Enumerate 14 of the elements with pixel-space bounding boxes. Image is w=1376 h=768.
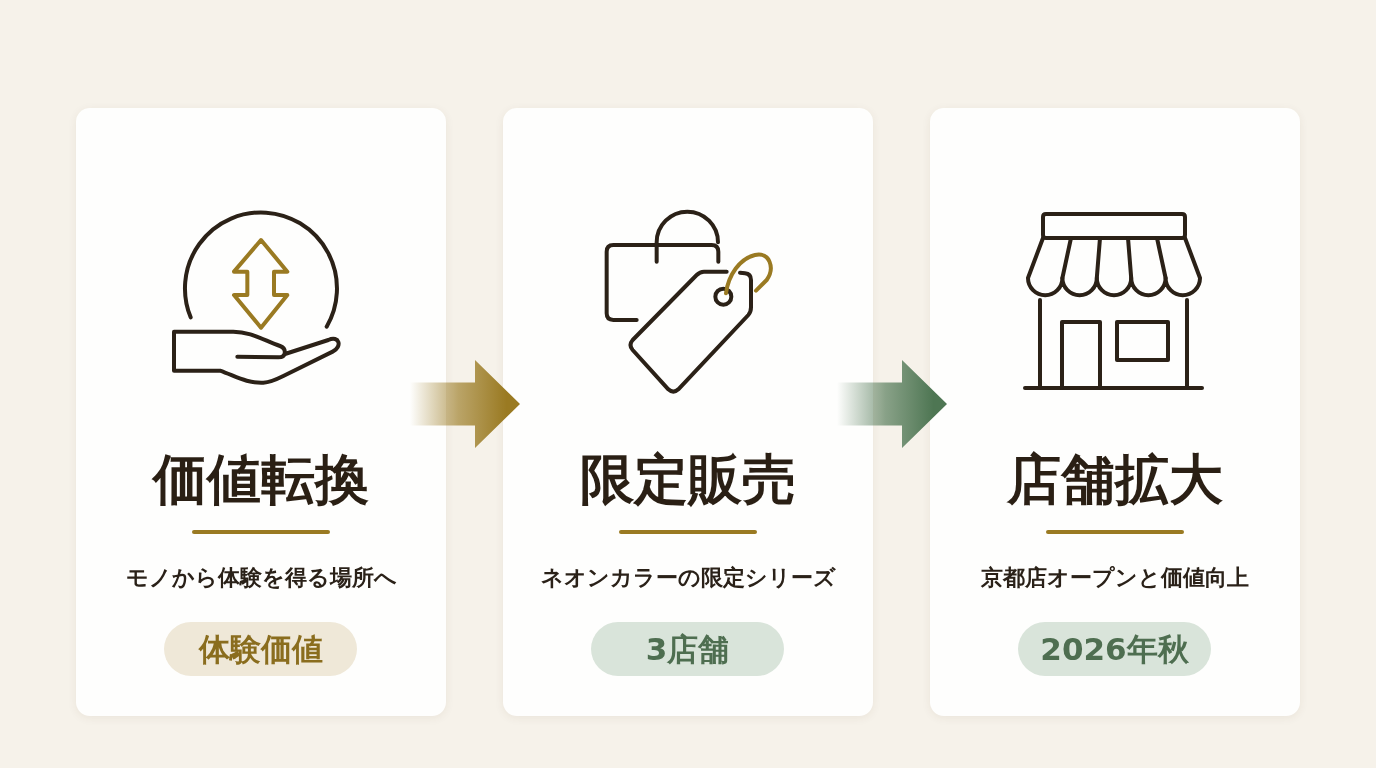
card-description: ネオンカラーの限定シリーズ: [539, 564, 837, 592]
card-title: 価値転換: [151, 448, 370, 510]
step-card: [76, 108, 446, 716]
highlight-pill: 2026年秋: [1018, 622, 1211, 676]
card-description: モノから体験を得る場所へ: [124, 564, 398, 592]
highlight-pill: 体験価値: [164, 622, 357, 676]
highlight-pill: 3店舗: [591, 622, 784, 676]
step-card: [503, 108, 873, 716]
step-card: [930, 108, 1300, 716]
arrow: [410, 360, 520, 448]
card-description: 京都店オープンと価値向上: [980, 564, 1250, 592]
card-title: 限定販売: [579, 448, 797, 510]
arrow: [837, 360, 947, 448]
card-title: 店舗拡大: [1005, 448, 1224, 510]
